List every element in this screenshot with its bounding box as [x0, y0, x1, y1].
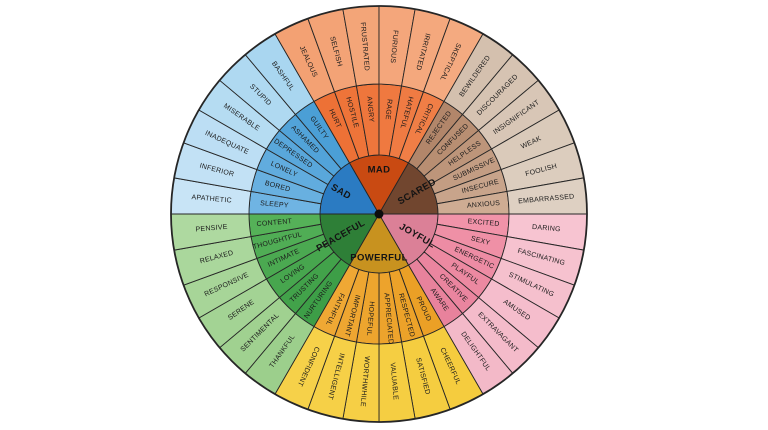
wheel-center-dot: [374, 209, 384, 219]
wheel-outer-rim: [170, 5, 588, 423]
emotion-label-worthwhile: WORTHWHILE: [359, 356, 370, 407]
emotion-label-appreciated: APPRECIATED: [382, 293, 393, 345]
core-emotion-label-powerful: POWERFUL: [350, 253, 408, 264]
emotion-label-embarrassed: EMBARRASSED: [518, 193, 575, 205]
emotion-label-angry: ANGRY: [365, 96, 374, 123]
emotion-label-pensive: PENSIVE: [195, 224, 228, 234]
emotion-label-valuable: VALUABLE: [389, 362, 399, 400]
emotion-label-daring: DARING: [532, 224, 561, 233]
emotion-label-sleepy: SLEEPY: [260, 200, 289, 209]
emotion-label-content: CONTENT: [256, 218, 293, 228]
emotion-label-rage: RAGE: [384, 99, 393, 120]
emotion-label-excited: EXCITED: [467, 218, 500, 228]
emotion-label-anxious: ANXIOUS: [467, 200, 501, 210]
emotion-label-furious: FURIOUS: [389, 30, 399, 64]
core-emotion-label-mad: MAD: [368, 165, 391, 176]
emotion-label-apathetic: APATHETIC: [191, 194, 232, 205]
emotion-label-frustrated: FRUSTRATED: [359, 22, 370, 71]
emotion-label-hopeful: HOPEFUL: [365, 301, 375, 336]
emotion-label-sexy: SEXY: [470, 235, 491, 247]
